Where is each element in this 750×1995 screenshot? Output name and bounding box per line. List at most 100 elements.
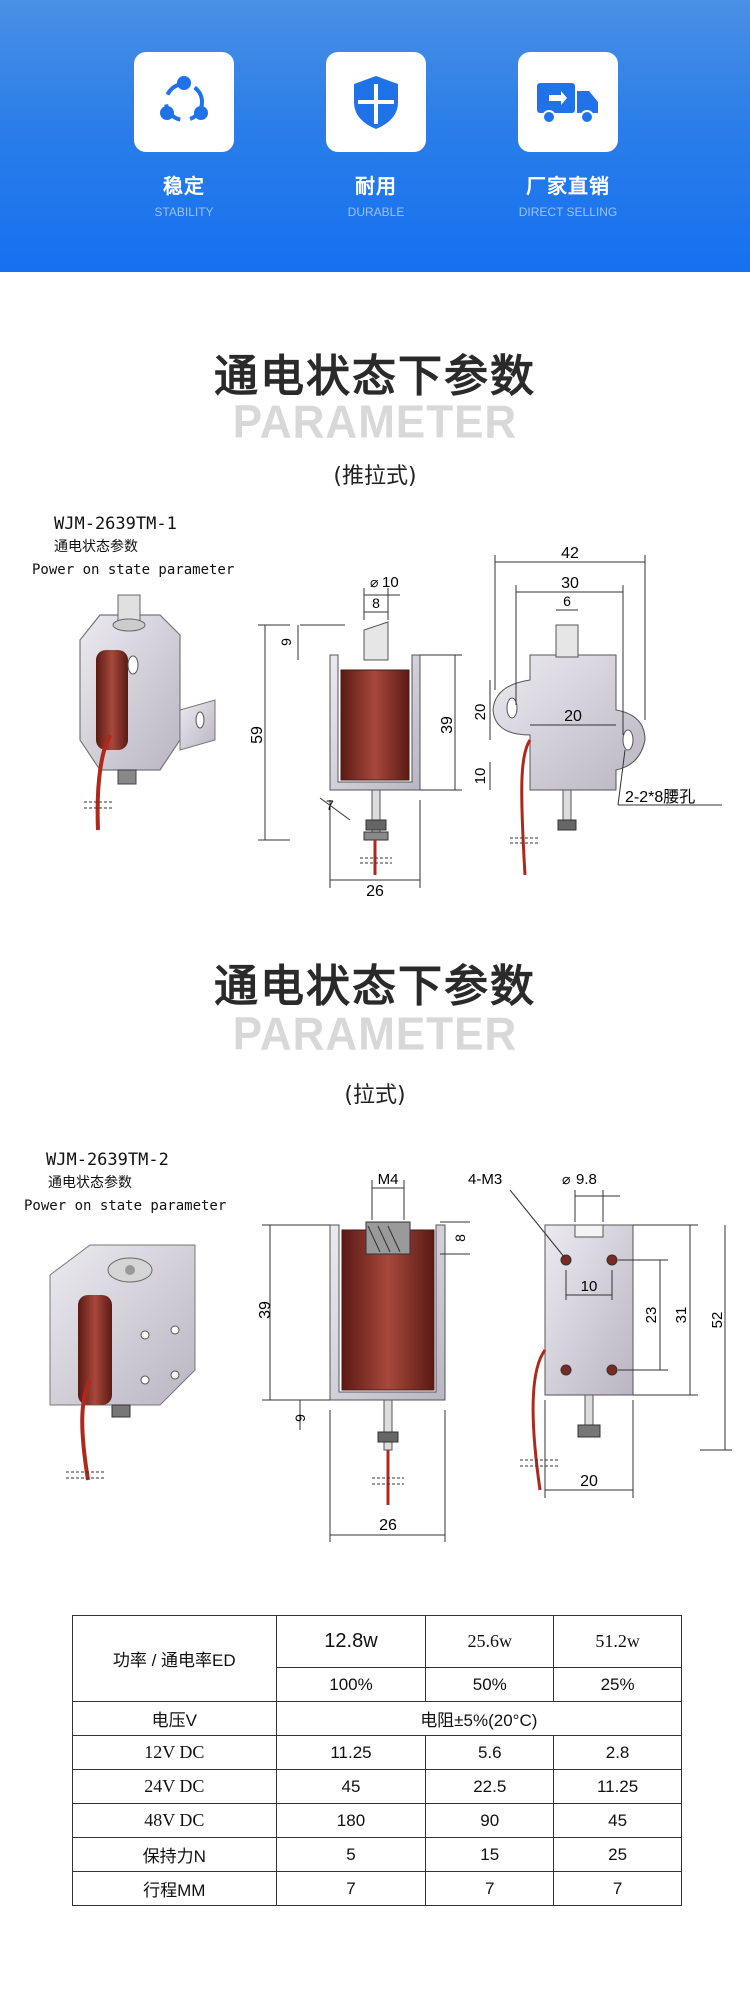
- dim-body-height-side: 31: [673, 1307, 690, 1324]
- delivery-truck-icon: [537, 83, 598, 124]
- feature-subtitle: STABILITY: [154, 205, 214, 219]
- dim-plunger-extension: 9: [278, 638, 294, 646]
- duty-value: 100%: [275, 1667, 427, 1702]
- cell-value: 7: [425, 1871, 555, 1906]
- state-label-en: Power on state parameter: [32, 562, 235, 578]
- row-label: 行程MM: [72, 1871, 277, 1906]
- table-row: 功率 / 通电率ED 12.8w 25.6w 51.2w: [72, 1615, 682, 1702]
- dim-flat-width: 8: [372, 595, 380, 611]
- dim-hole-spacing-y: 23: [643, 1307, 660, 1324]
- model-info: WJM-2639TM-1 通电状态参数 Power on state param…: [32, 514, 234, 578]
- dim-thread-size: M4: [378, 1171, 399, 1188]
- diameter-icon: ⌀: [562, 1171, 570, 1187]
- dim-hole-height: 20: [472, 704, 489, 721]
- row-label: 12V DC: [72, 1735, 277, 1770]
- front-view: M4 39 8 9 26: [257, 1171, 470, 1542]
- solenoid-drawing-pull: M4 39 8 9 26 4-M3 ⌀ 9.8: [49, 1171, 732, 1542]
- power-duty-header: 功率 / 通电率ED: [72, 1615, 277, 1702]
- share-nodes-icon: [160, 76, 208, 122]
- table-row: 行程MM 7 7 7: [72, 1871, 682, 1906]
- table-row: 48V DC 180 90 45: [72, 1803, 682, 1838]
- feature-tile: [518, 52, 618, 152]
- product-3d-view: [49, 1244, 196, 1481]
- section-title: 通电状态下参数: [214, 351, 536, 402]
- dim-thread-depth: 8: [452, 1234, 468, 1242]
- duty-value: 25%: [553, 1667, 682, 1702]
- diameter-icon: ⌀: [370, 574, 378, 590]
- cell-value: 22.5: [425, 1769, 555, 1804]
- power-value: 25.6w: [425, 1615, 555, 1668]
- cell-value: 7: [275, 1871, 427, 1906]
- dim-body-height: 39: [257, 1301, 274, 1319]
- model-number: WJM-2639TM-1: [54, 514, 177, 534]
- section-title: 通电状态下参数: [214, 961, 536, 1012]
- feature-title: 厂家直销: [526, 174, 610, 198]
- table-row: 100% 50% 25%: [73, 1667, 682, 1702]
- power-value: 51.2w: [553, 1615, 682, 1668]
- cell-value: 7: [553, 1871, 682, 1906]
- feature-subtitle: DURABLE: [347, 205, 405, 219]
- table-row: 电压V 电阻±5%(20°C): [72, 1701, 683, 1736]
- cell-value: 11.25: [275, 1735, 427, 1770]
- dim-hole-spacing: 30: [561, 575, 579, 592]
- dim-body-width-side: 20: [564, 708, 582, 725]
- cell-value: 15: [425, 1837, 555, 1872]
- power-value: 12.8w: [275, 1615, 427, 1668]
- cell-value: 2.8: [553, 1735, 682, 1770]
- side-view: 42 30 6 20 20 10 2-2*8腰孔: [472, 545, 722, 876]
- feature-title: 稳定: [163, 174, 205, 198]
- front-view: 59 9 39 26 ⌀ 10 8 7: [249, 574, 462, 900]
- feature-tile: [326, 52, 426, 152]
- dim-body-width-side: 20: [580, 1473, 598, 1490]
- table-row: 保持力N 5 15 25: [72, 1837, 682, 1872]
- product-3d-view: [79, 594, 216, 831]
- model-info: WJM-2639TM-2 通电状态参数 Power on state param…: [24, 1150, 226, 1214]
- spec-table: 功率 / 通电率ED 12.8w 25.6w 51.2w 100% 50% 25…: [72, 1615, 683, 1906]
- cell-value: 25: [553, 1837, 682, 1872]
- state-label-cn: 通电状态参数: [48, 1175, 132, 1191]
- feature-stability: 稳定 STABILITY: [132, 52, 236, 219]
- section-title-en: PARAMETER: [232, 396, 518, 449]
- cell-value: 45: [553, 1803, 682, 1838]
- state-label-cn: 通电状态参数: [54, 539, 138, 555]
- row-label: 48V DC: [72, 1803, 277, 1838]
- feature-subtitle: DIRECT SELLING: [518, 205, 618, 219]
- cell-value: 5: [275, 1837, 427, 1872]
- model-number: WJM-2639TM-2: [46, 1150, 169, 1170]
- dim-height-total: 59: [249, 726, 266, 744]
- dim-plunger-diameter: 9.8: [576, 1171, 597, 1188]
- resistance-header: 电阻±5%(20°C): [275, 1701, 683, 1736]
- dim-total-width: 42: [561, 545, 579, 562]
- section-title-en: PARAMETER: [232, 1008, 518, 1061]
- cell-value: 5.6: [425, 1735, 555, 1770]
- duty-value: 50%: [425, 1667, 555, 1702]
- table-row: 24V DC 45 22.5 11.25: [72, 1769, 682, 1804]
- cell-value: 180: [275, 1803, 427, 1838]
- side-view: 4-M3 ⌀ 9.8 10 23 31 52 20: [468, 1171, 732, 1498]
- dim-body-width: 26: [379, 1517, 397, 1534]
- feature-tile: [134, 52, 234, 152]
- row-label: 24V DC: [72, 1769, 277, 1804]
- feature-durable: 耐用 DURABLE: [324, 52, 428, 219]
- section-subtitle: (推拉式): [333, 464, 417, 489]
- state-label-en: Power on state parameter: [24, 1198, 227, 1214]
- feature-banner: 稳定 STABILITY 耐用 DURABLE 厂家直销 DIRECT SEL: [0, 0, 750, 272]
- section-subtitle: (拉式): [344, 1083, 406, 1108]
- dim-body-height: 39: [439, 716, 456, 734]
- cell-value: 45: [275, 1769, 427, 1804]
- dim-hole-spacing-x: 10: [581, 1278, 598, 1295]
- cell-value: 90: [425, 1803, 555, 1838]
- dim-plunger-diameter: 10: [382, 574, 399, 591]
- voltage-header: 电压V: [72, 1701, 277, 1736]
- row-label: 保持力N: [72, 1837, 277, 1872]
- feature-title: 耐用: [355, 174, 397, 198]
- cell-value: 11.25: [553, 1769, 682, 1804]
- shield-icon: [354, 76, 398, 129]
- table-row: 12V DC 11.25 5.6 2.8: [72, 1735, 682, 1770]
- feature-direct-selling: 厂家直销 DIRECT SELLING: [516, 52, 620, 219]
- dim-mount-threads: 4-M3: [468, 1171, 502, 1188]
- dim-plunger-extension: 9: [292, 1414, 308, 1422]
- dim-body-width: 26: [366, 883, 384, 900]
- dim-total-height: 52: [709, 1312, 726, 1329]
- dim-slot-hole-note: 2-2*8腰孔: [625, 788, 695, 806]
